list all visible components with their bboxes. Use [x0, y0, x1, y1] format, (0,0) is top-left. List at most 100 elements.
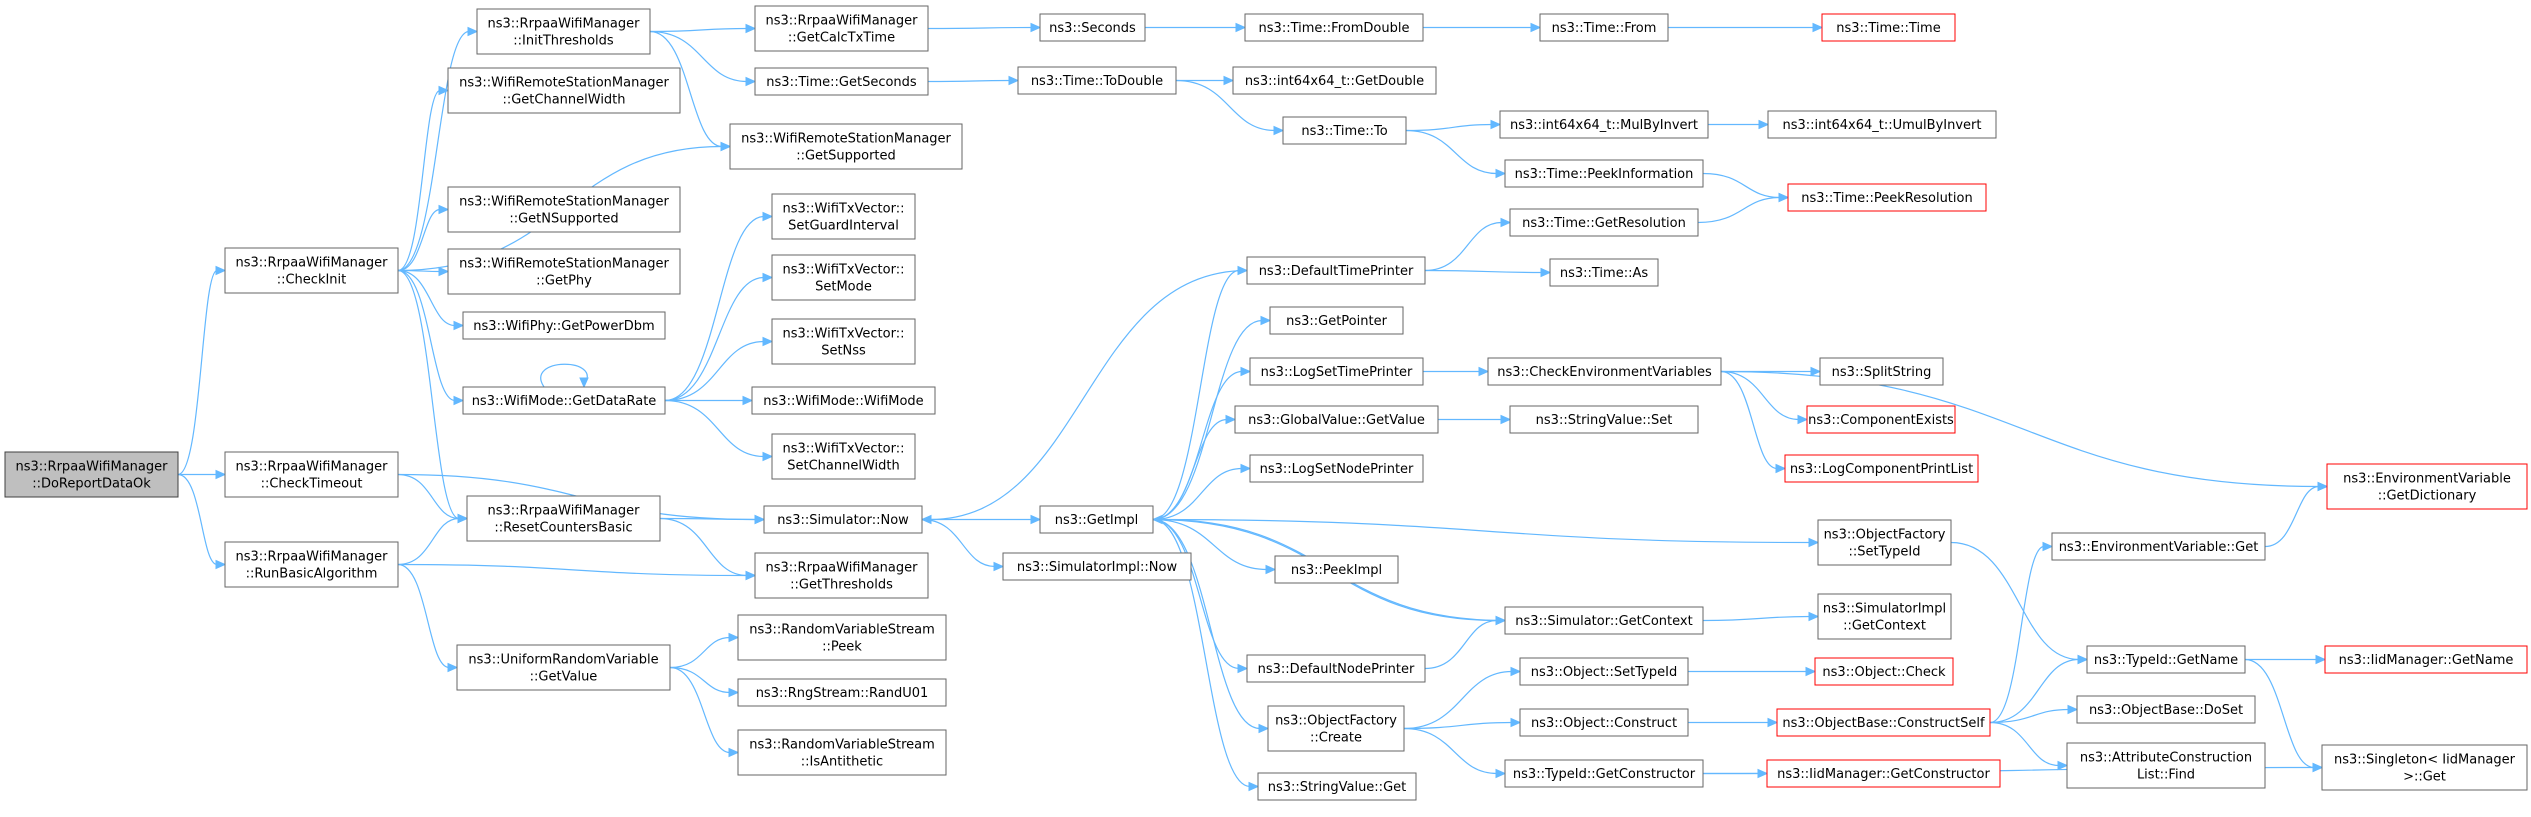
node-getresolution[interactable]: ns3::Time::GetResolution [1509, 208, 1699, 237]
node-setchannelwidth[interactable]: ns3::WifiTxVector::SetChannelWidth [771, 433, 916, 480]
node-peekresolution[interactable]: ns3::Time::PeekResolution [1787, 183, 1987, 212]
edge-arrowhead [215, 265, 227, 276]
node-label: ::Create [1310, 731, 1362, 746]
node-int64getdouble[interactable]: ns3::int64x64_t::GetDouble [1232, 66, 1437, 95]
node-timegetseconds[interactable]: ns3::Time::GetSeconds [754, 67, 929, 96]
node-timefrom[interactable]: ns3::Time::From [1539, 13, 1669, 42]
edge-arrowhead [1530, 22, 1542, 33]
node-logsetnodeprinter[interactable]: ns3::LogSetNodePrinter [1249, 454, 1424, 483]
node-resetcounters[interactable]: ns3::RrpaaWifiManager::ResetCountersBasi… [466, 495, 661, 542]
node-objbasedoset[interactable]: ns3::ObjectBase::DoSet [2076, 695, 2256, 724]
node-constructself[interactable]: ns3::ObjectBase::ConstructSelf [1776, 708, 1991, 737]
node-box [1249, 454, 1424, 483]
node-umulbyinvert[interactable]: ns3::int64x64_t::UmulByInvert [1767, 110, 1997, 139]
node-stringvalueget[interactable]: ns3::StringValue::Get [1257, 772, 1417, 801]
node-box [447, 67, 681, 114]
node-checkinit[interactable]: ns3::RrpaaWifiManager::CheckInit [224, 247, 399, 294]
node-box [1509, 208, 1699, 237]
node-getsupported[interactable]: ns3::WifiRemoteStationManager::GetSuppor… [729, 123, 963, 170]
node-objcheck[interactable]: ns3::Object::Check [1814, 657, 1954, 686]
edge-arrowhead [438, 266, 450, 277]
node-timeto[interactable]: ns3::Time::To [1282, 116, 1407, 145]
node-simimplnow[interactable]: ns3::SimulatorImpl::Now [1002, 552, 1192, 581]
node-globalgetvalue[interactable]: ns3::GlobalValue::GetValue [1234, 405, 1439, 434]
node-runbasic[interactable]: ns3::RrpaaWifiManager::RunBasicAlgorithm [224, 541, 399, 588]
node-iidgetconstructor[interactable]: ns3::IidManager::GetConstructor [1766, 759, 2001, 788]
node-setguardinterval[interactable]: ns3::WifiTxVector::SetGuardInterval [771, 193, 916, 240]
node-peekinformation[interactable]: ns3::Time::PeekInformation [1504, 159, 1704, 188]
call-edge [1175, 79, 1276, 132]
node-box [1246, 654, 1426, 683]
node-label: ns3::RrpaaWifiManager [766, 14, 919, 29]
call-edge [2264, 485, 2320, 548]
node-label: ns3::ObjectFactory [1824, 528, 1946, 543]
node-getphy[interactable]: ns3::WifiRemoteStationManager::GetPhy [447, 248, 681, 295]
node-getpowerdbm[interactable]: ns3::WifiPhy::GetPowerDbm [462, 311, 666, 340]
node-setmode[interactable]: ns3::WifiTxVector::SetMode [771, 254, 916, 301]
node-box [1002, 552, 1192, 581]
node-setnss[interactable]: ns3::WifiTxVector::SetNss [771, 318, 916, 365]
node-randu01[interactable]: ns3::RngStream::RandU01 [737, 678, 947, 707]
node-todouble[interactable]: ns3::Time::ToDouble [1017, 66, 1177, 95]
node-getpointer[interactable]: ns3::GetPointer [1269, 306, 1404, 335]
node-checktimeout[interactable]: ns3::RrpaaWifiManager::CheckTimeout [224, 451, 399, 498]
node-label: ::GetPhy [536, 274, 592, 289]
node-getcalctxtime[interactable]: ns3::RrpaaWifiManager::GetCalcTxTime [754, 5, 929, 52]
node-simnow[interactable]: ns3::Simulator::Now [763, 505, 923, 534]
node-wifimode[interactable]: ns3::WifiMode::WifiMode [751, 386, 936, 415]
node-simgetcontext[interactable]: ns3::Simulator::GetContext [1504, 606, 1704, 635]
node-stringvalueset[interactable]: ns3::StringValue::Set [1509, 405, 1699, 434]
node-getdatarate[interactable]: ns3::WifiMode::GetDataRate [462, 386, 666, 415]
node-objfactorysettypeid[interactable]: ns3::ObjectFactory::SetTypeId [1817, 519, 1952, 566]
node-seconds[interactable]: ns3::Seconds [1039, 13, 1146, 42]
node-label: ns3::WifiPhy::GetPowerDbm [473, 319, 654, 334]
node-simimplgetcontext[interactable]: ns3::SimulatorImpl::GetContext [1817, 593, 1952, 640]
node-objsettypeid[interactable]: ns3::Object::SetTypeId [1519, 657, 1689, 686]
node-singletonget[interactable]: ns3::Singleton< IidManager>::Get [2321, 744, 2528, 791]
node-label: ns3::WifiTxVector:: [782, 202, 904, 217]
node-getimpl[interactable]: ns3::GetImpl [1039, 505, 1154, 534]
node-envvargetdict[interactable]: ns3::EnvironmentVariable::GetDictionary [2326, 463, 2528, 510]
node-getnsupported[interactable]: ns3::WifiRemoteStationManager::GetNSuppo… [447, 186, 681, 233]
node-logsettimeprinter[interactable]: ns3::LogSetTimePrinter [1249, 357, 1424, 386]
node-getthresholds[interactable]: ns3::RrpaaWifiManager::GetThresholds [754, 552, 929, 599]
node-splitstring[interactable]: ns3::SplitString [1819, 357, 1944, 386]
node-logcompprintlist[interactable]: ns3::LogComponentPrintList [1784, 454, 1979, 483]
node-objconstruct[interactable]: ns3::Object::Construct [1519, 708, 1689, 737]
call-edge [664, 215, 765, 402]
node-timetime[interactable]: ns3::Time::Time [1821, 13, 1956, 42]
call-edge [649, 30, 748, 83]
node-defaulttimeprinter[interactable]: ns3::DefaultTimePrinter [1246, 256, 1426, 285]
node-initthresholds[interactable]: ns3::RrpaaWifiManager::InitThresholds [476, 8, 651, 55]
node-label: ns3::Seconds [1049, 21, 1136, 36]
node-typeidgetconstructor[interactable]: ns3::TypeId::GetConstructor [1504, 759, 1704, 788]
node-getchannelwidth[interactable]: ns3::WifiRemoteStationManager::GetChanne… [447, 67, 681, 114]
node-uniformgetvalue[interactable]: ns3::UniformRandomVariable::GetValue [456, 644, 671, 691]
node-objfactorycreate[interactable]: ns3::ObjectFactory::Create [1267, 705, 1405, 752]
node-iidgetname[interactable]: ns3::IidManager::GetName [2324, 645, 2528, 674]
call-edge [540, 363, 588, 388]
node-box [1787, 183, 1987, 212]
node-label: ns3::RrpaaWifiManager [488, 17, 641, 32]
node-rvspeek[interactable]: ns3::RandomVariableStream::Peek [737, 614, 947, 661]
node-doreport[interactable]: ns3::RrpaaWifiManager::DoReportDataOk [4, 451, 179, 498]
node-peekimpl[interactable]: ns3::PeekImpl [1274, 555, 1399, 584]
node-box [2324, 645, 2528, 674]
edge-arrowhead [579, 377, 589, 389]
node-timeas[interactable]: ns3::Time::As [1549, 258, 1659, 287]
node-mulbyinvert[interactable]: ns3::int64x64_t::MulByInvert [1499, 110, 1709, 139]
node-label: ::GetValue [530, 670, 598, 685]
node-checkenvvars[interactable]: ns3::CheckEnvironmentVariables [1487, 357, 1722, 386]
edge-arrowhead [1495, 168, 1507, 179]
node-box [1504, 606, 1704, 635]
node-envvarget[interactable]: ns3::EnvironmentVariable::Get [2051, 532, 2266, 561]
node-isantithetic[interactable]: ns3::RandomVariableStream::IsAntithetic [737, 729, 947, 776]
call-edge [1152, 518, 1268, 571]
edge-arrowhead [1240, 366, 1252, 377]
node-label: ::GetSupported [796, 149, 896, 164]
node-defaultnodeprinter[interactable]: ns3::DefaultNodePrinter [1246, 654, 1426, 683]
node-fromdouble[interactable]: ns3::Time::FromDouble [1244, 13, 1424, 42]
node-typeidgetname[interactable]: ns3::TypeId::GetName [2086, 645, 2246, 674]
node-componentexists[interactable]: ns3::ComponentExists [1806, 405, 1956, 434]
